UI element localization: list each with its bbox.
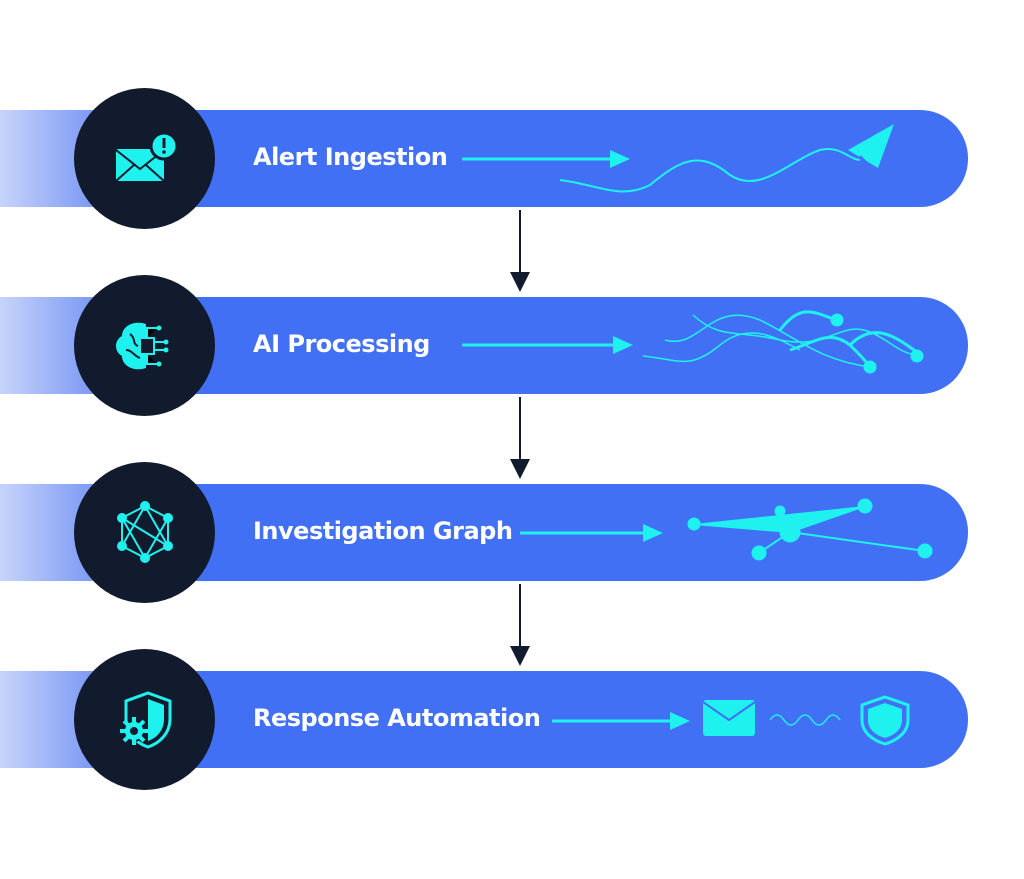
shield-gear-icon [119,690,171,749]
wavy-path [769,714,841,726]
connector-arrows [510,210,530,666]
arrow-right-icon [552,712,690,730]
shield-icon [860,695,910,746]
arrow-down-icon [510,210,530,292]
step-label: Response Automation [253,704,541,732]
wavy-paths [642,310,921,368]
arrow-down-icon [510,584,530,666]
arrow-right-icon [462,150,630,168]
envelope-alert-icon [114,131,178,182]
envelope-icon [702,700,756,736]
step-label: AI Processing [253,330,430,358]
paper-plane-icon [848,124,894,169]
wave-endpoints [830,313,924,374]
network-graph-icon [116,500,173,563]
step-icon-circle [74,275,215,416]
graph-nodes [687,498,933,561]
step-label: Investigation Graph [253,517,513,545]
step-icon-circle [74,649,215,790]
arrow-right-icon [520,524,663,542]
arrow-down-icon [510,397,530,479]
graph-edges [693,505,926,554]
brain-chip-icon [115,322,168,369]
step-icon-circle [74,88,215,229]
arrow-right-icon [462,336,633,354]
step-label: Alert Ingestion [253,143,448,171]
wavy-path [559,147,861,193]
step-icon-circle [74,462,215,603]
